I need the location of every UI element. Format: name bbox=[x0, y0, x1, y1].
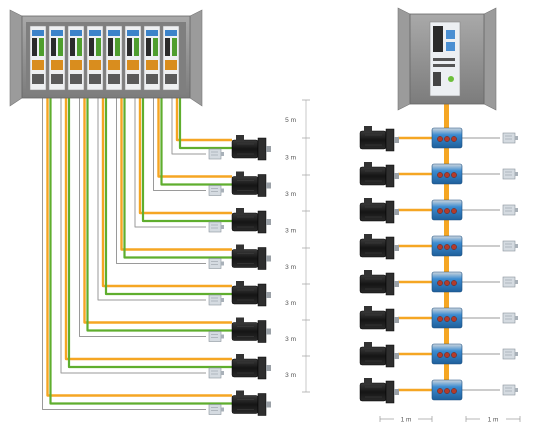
dimension-label-vertical: 3 m bbox=[285, 228, 296, 235]
sensor-cable-8 bbox=[42, 98, 206, 410]
right-cabinet-door-left bbox=[397, 7, 411, 111]
left-sensor-7 bbox=[208, 367, 224, 379]
dimension-label-vertical: 3 m bbox=[285, 372, 296, 379]
left-drive-2 bbox=[48, 25, 66, 91]
left-drive-4 bbox=[86, 25, 104, 91]
sensor-cable-6 bbox=[79, 98, 206, 337]
power-cable-6 bbox=[83, 98, 232, 324]
left-drive-6 bbox=[124, 25, 142, 91]
drive-module-4 bbox=[431, 235, 463, 257]
left-motor-7 bbox=[231, 354, 271, 380]
dimension-label-horizontal: 1 m bbox=[488, 417, 499, 424]
right-motor-5 bbox=[359, 270, 399, 296]
right-sensor-5 bbox=[502, 276, 518, 288]
signal-cable-2 bbox=[160, 98, 232, 186]
power-cable-3 bbox=[138, 98, 232, 215]
left-drive-8 bbox=[162, 25, 180, 91]
right-motor-3 bbox=[359, 198, 399, 224]
drive-module-3 bbox=[431, 199, 463, 221]
right-sensor-8 bbox=[502, 384, 518, 396]
signal-cable-7 bbox=[67, 98, 232, 369]
right-motor-2 bbox=[359, 162, 399, 188]
power-cable-2 bbox=[157, 98, 232, 178]
right-sensor-1 bbox=[502, 132, 518, 144]
drive-module-7 bbox=[431, 343, 463, 365]
right-sensor-4 bbox=[502, 240, 518, 252]
left-sensor-1 bbox=[208, 148, 224, 160]
left-sensor-5 bbox=[208, 294, 224, 306]
power-cable-7 bbox=[64, 98, 232, 361]
left-sensor-6 bbox=[208, 331, 224, 342]
left-sensor-2 bbox=[208, 185, 224, 196]
right-motor-6 bbox=[359, 306, 399, 332]
left-drive-1 bbox=[29, 25, 47, 91]
right-sensor-6 bbox=[502, 312, 518, 324]
left-motor-2 bbox=[231, 171, 271, 197]
left-sensor-8 bbox=[208, 404, 224, 415]
left-cabinet-door-left bbox=[9, 9, 23, 107]
dimension-label-vertical: 3 m bbox=[285, 336, 296, 343]
right-sensor-7 bbox=[502, 348, 518, 360]
left-motor-8 bbox=[231, 390, 271, 416]
left-motor-3 bbox=[231, 208, 271, 234]
power-cable-5 bbox=[101, 98, 232, 288]
left-drive-5 bbox=[105, 25, 123, 91]
left-control-cabinet bbox=[9, 9, 203, 107]
sensor-cable-4 bbox=[116, 98, 206, 264]
right-control-cabinet bbox=[397, 7, 497, 111]
left-motor-4 bbox=[231, 244, 271, 270]
left-drive-3 bbox=[67, 25, 85, 91]
left-drive-7 bbox=[143, 25, 161, 91]
sensor-cable-5 bbox=[97, 98, 206, 301]
sensor-cable-1 bbox=[171, 98, 206, 155]
left-cabinet-door-right bbox=[189, 9, 203, 107]
left-sensor-4 bbox=[208, 258, 224, 269]
signal-cable-6 bbox=[86, 98, 232, 332]
right-sensor-3 bbox=[502, 204, 518, 216]
drive-module-8 bbox=[431, 379, 463, 401]
right-motor-8 bbox=[359, 378, 399, 404]
left-cable-bundle bbox=[42, 98, 232, 410]
dimension-label-vertical: 3 m bbox=[285, 300, 296, 307]
signal-cable-8 bbox=[49, 98, 232, 405]
left-motor-1 bbox=[231, 135, 271, 161]
sensor-cable-3 bbox=[134, 98, 206, 228]
drive-module-6 bbox=[431, 307, 463, 329]
dimension-label-vertical: 3 m bbox=[285, 191, 296, 198]
signal-cable-4 bbox=[123, 98, 232, 259]
signal-cable-3 bbox=[141, 98, 232, 223]
right-drive-unit bbox=[429, 21, 461, 97]
dimension-label-vertical: 3 m bbox=[285, 155, 296, 162]
left-motor-5 bbox=[231, 281, 271, 307]
sensor-cable-2 bbox=[153, 98, 206, 191]
power-cable-1 bbox=[175, 98, 232, 142]
signal-cable-1 bbox=[178, 98, 232, 150]
left-sensor-3 bbox=[208, 221, 224, 233]
dimension-scale: 5 m 3 m 3 m 3 m 3 m 3 m 3 m 3 m 1 m 1 m bbox=[285, 99, 521, 424]
right-cabinet-door-right bbox=[483, 7, 497, 111]
right-motor-4 bbox=[359, 234, 399, 260]
right-sensor-2 bbox=[502, 168, 518, 180]
drive-module-2 bbox=[431, 163, 463, 185]
dimension-label-vertical: 5 m bbox=[285, 117, 296, 124]
dimension-label-vertical: 3 m bbox=[285, 264, 296, 271]
drive-module-5 bbox=[431, 271, 463, 293]
right-motor-7 bbox=[359, 342, 399, 368]
right-motor-1 bbox=[359, 126, 399, 152]
dimension-label-horizontal: 1 m bbox=[401, 417, 412, 424]
sensor-cable-7 bbox=[60, 98, 206, 374]
left-motor-6 bbox=[231, 317, 271, 343]
power-cable-8 bbox=[46, 98, 232, 397]
signal-cable-5 bbox=[104, 98, 232, 296]
power-cable-4 bbox=[120, 98, 232, 251]
drive-module-1 bbox=[431, 127, 463, 149]
